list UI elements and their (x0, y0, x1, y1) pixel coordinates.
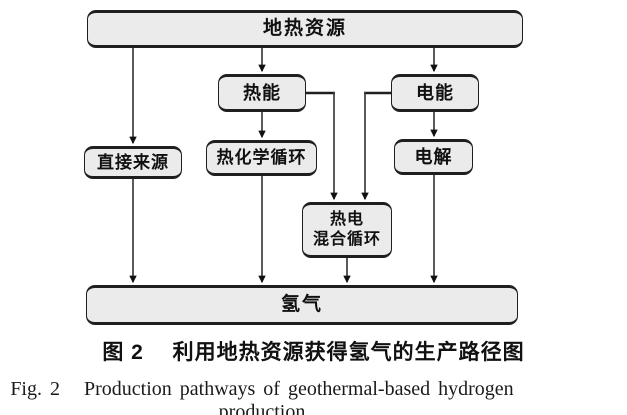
node-thermochemical-cycle: 热化学循环 (206, 140, 317, 176)
figure-caption-zh: 图 2 利用地热资源获得氢气的生产路径图 (102, 341, 525, 364)
node-thermoelectric-hybrid-cycle: 热电 混合循环 (302, 202, 392, 258)
node-direct-source: 直接来源 (84, 146, 182, 179)
node-geothermal-resources: 地热资源 (87, 10, 523, 48)
node-electric-energy: 电能 (391, 74, 479, 112)
node-hydrogen: 氢气 (86, 285, 518, 325)
node-electrolysis: 电解 (394, 139, 473, 175)
figure-caption-en: Fig. 2 Production pathways of geothermal… (10, 378, 522, 415)
node-thermal-energy: 热能 (218, 74, 306, 112)
